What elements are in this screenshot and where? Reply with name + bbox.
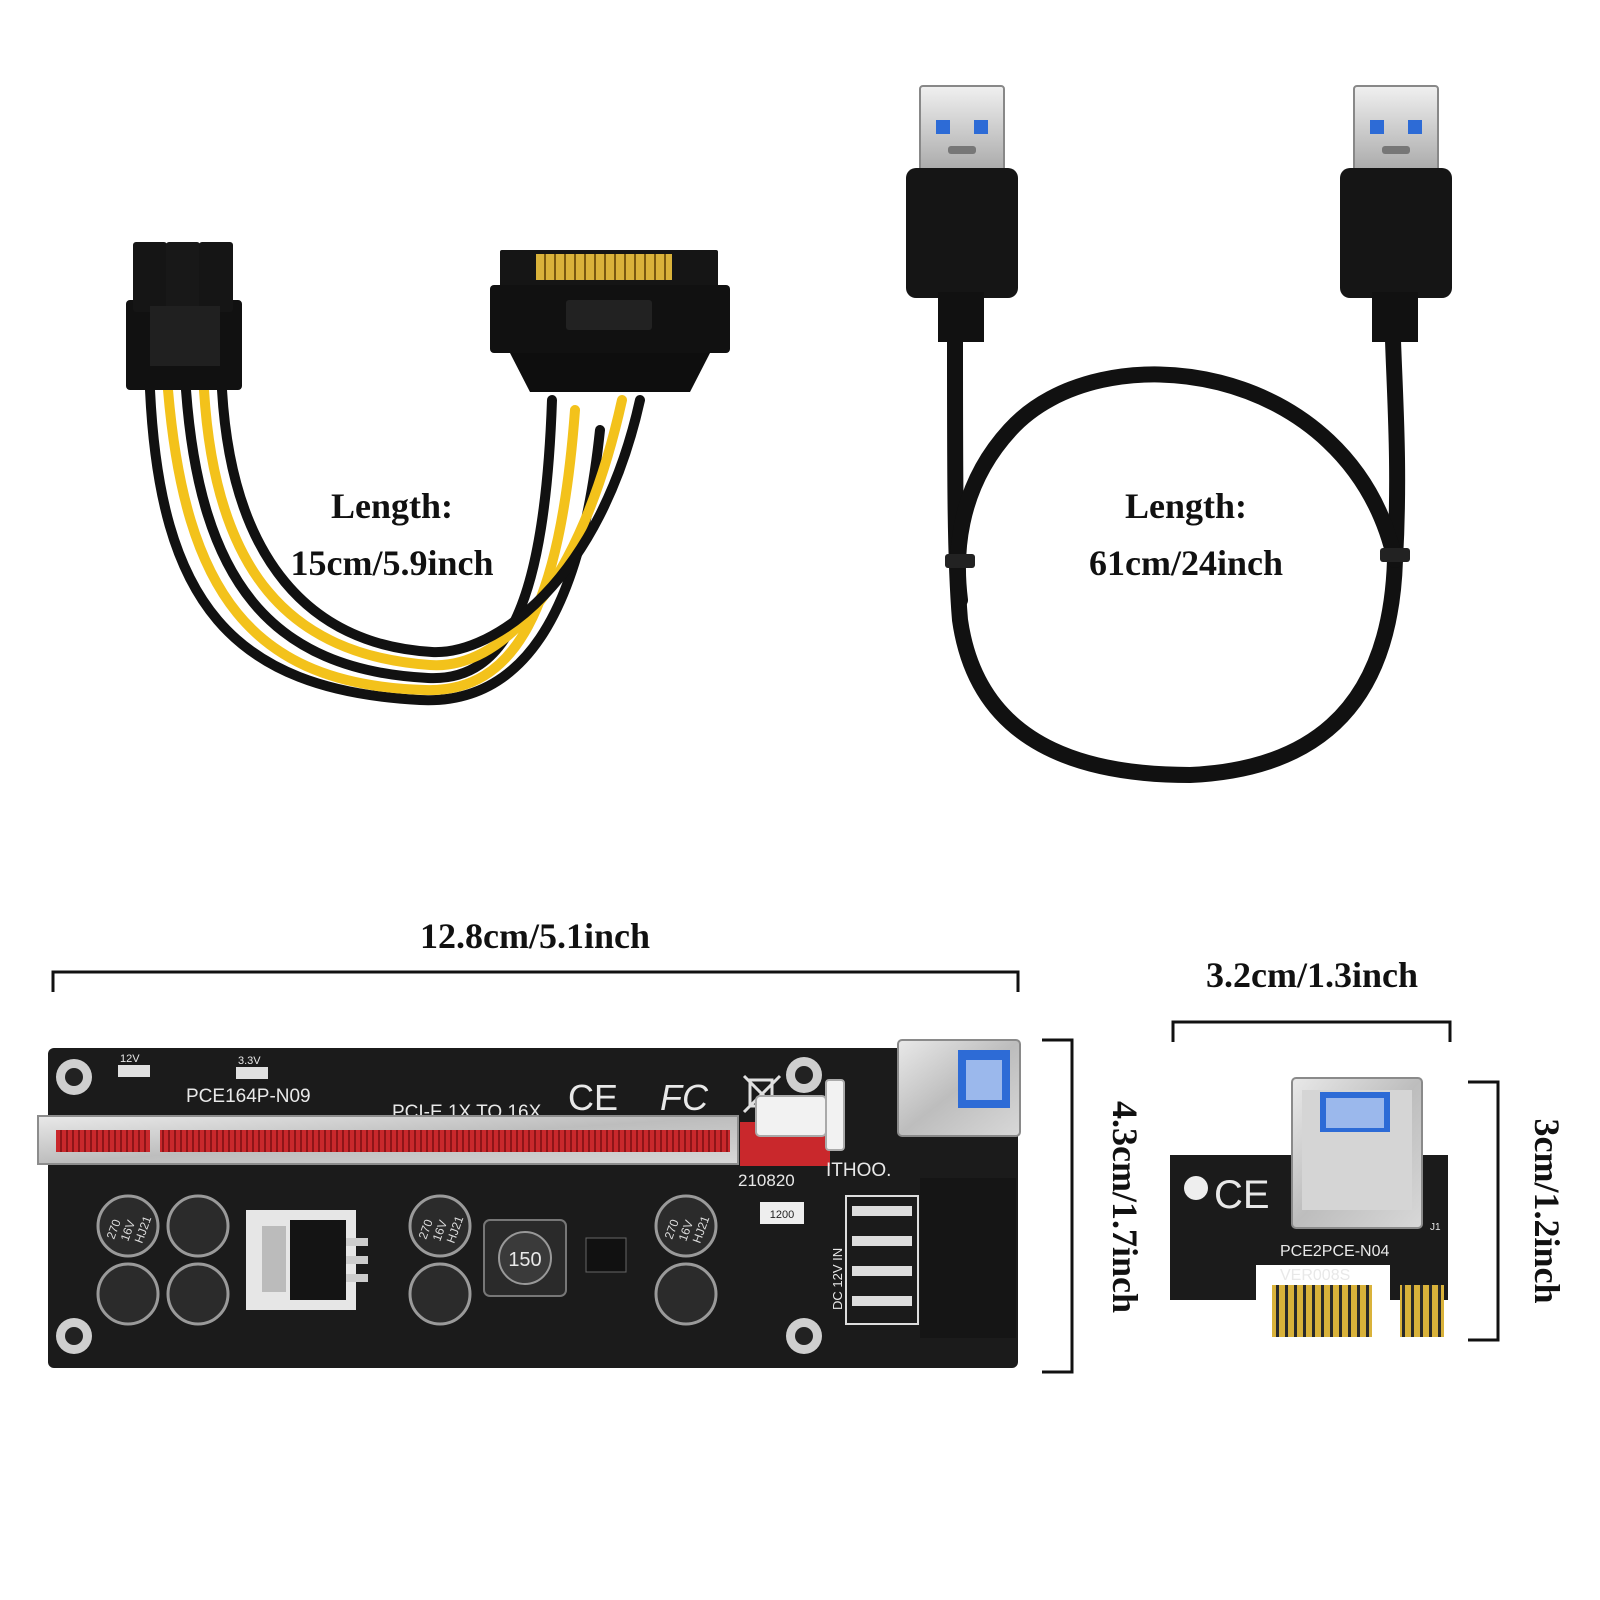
svg-text:270: 270 [104,1217,124,1241]
riser-height-label: 4.3cm/1.7inch [1105,1101,1145,1313]
adapter-height-dimension-line [1468,1080,1500,1342]
ce-mark: CE [568,1077,618,1118]
height-dimension-line [1042,1038,1074,1374]
date-code: 210820 [738,1171,795,1190]
adapter-version: VER008S [1280,1267,1350,1284]
gold-fingers [1272,1285,1372,1337]
adapter-width-label: 3.2cm/1.3inch [1206,955,1418,995]
svg-text:16V: 16V [676,1218,696,1243]
svg-text:16V: 16V [430,1218,450,1243]
adapter-j1-label: J1 [1430,1222,1441,1233]
sata-length-value: 15cm/5.9inch [291,543,494,583]
led-33v [236,1067,268,1079]
cable-tie [1380,548,1410,562]
usb-length-value: 61cm/24inch [1089,543,1283,583]
riser-model: PCE164P-N09 [186,1086,311,1107]
capacitors [96,1194,718,1326]
adapter-usb-port [1291,1077,1423,1229]
led-12v [118,1065,150,1077]
pcie-6pin-connector [126,242,242,390]
usb-length-label: Length: [1125,486,1247,526]
voltage-regulator [246,1210,368,1310]
power-input-label: DC 12V IN [830,1248,845,1310]
pcie-x16-slot [37,1079,845,1166]
usb-3-cable: Length: 61cm/24inch [906,85,1452,784]
usb-plug-left [906,85,1018,342]
cable-wires [145,385,645,706]
resistor [760,1202,804,1224]
led-12v-label: 12V [120,1053,140,1065]
riser-board: 12.8cm/5.1inch 4.3cm/1.7inch 12V 3.3V PC… [37,916,1145,1374]
usb-3-port [897,1039,1021,1137]
width-dimension-line [51,970,1020,992]
svg-text:270: 270 [662,1217,682,1241]
led-33v-label: 3.3V [238,1055,261,1067]
inductor: 150 [483,1219,567,1297]
adapter-height-label: 3cm/1.2inch [1527,1119,1567,1304]
usb-plug-right [1340,85,1452,342]
slot-latch [755,1095,827,1137]
adapter-model: PCE2PCE-N04 [1280,1243,1389,1260]
capacitor-markings: 270 16V HJ21 270 16V HJ21 270 16V HJ21 [104,1214,713,1245]
sata-to-6pin-cable: Length: 15cm/5.9inch [126,242,730,706]
svg-text:150: 150 [508,1249,541,1271]
mounting-holes [56,1057,822,1354]
brand-label: ITHOO. [826,1160,891,1181]
power-input-connector [845,1178,1016,1338]
fc-mark: FC [660,1077,709,1118]
sata-power-connector [490,250,730,392]
svg-text:270: 270 [416,1217,436,1241]
ic-chip [585,1237,627,1273]
svg-text:1200: 1200 [770,1209,794,1221]
adapter-width-dimension-line [1171,1020,1452,1042]
adapter-card: 3.2cm/1.3inch 3cm/1.2inch CE PCE2PCE-N04… [1170,955,1567,1342]
gold-fingers-short [1400,1285,1444,1337]
adapter-ce-mark: CE [1214,1173,1270,1217]
riser-width-label: 12.8cm/5.1inch [420,916,650,956]
cable-tie [945,554,975,568]
svg-text:16V: 16V [118,1218,138,1243]
sata-length-label: Length: [331,486,453,526]
